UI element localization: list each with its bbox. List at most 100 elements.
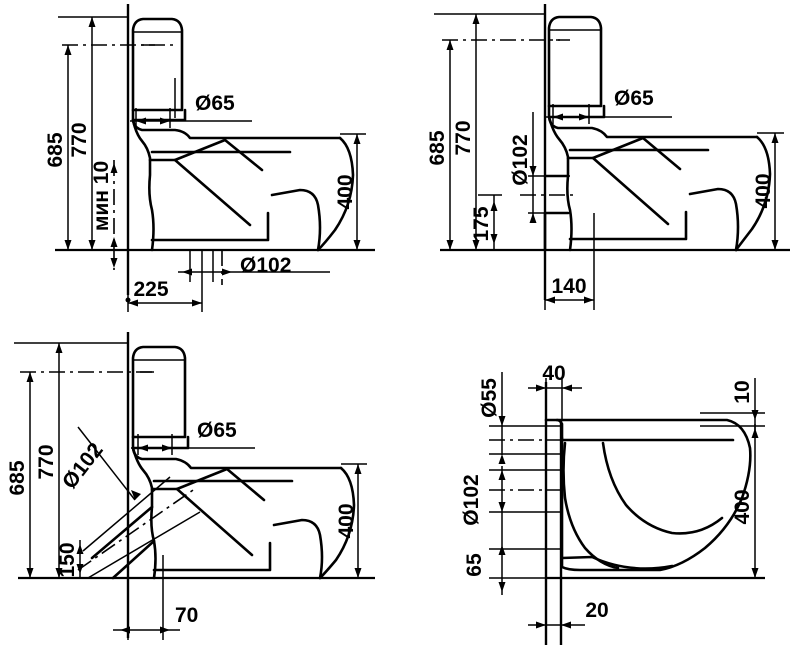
arrow-175-down-tr: [490, 201, 498, 211]
arrow-770-up-tl: [88, 17, 96, 27]
arrow-140-left-tr: [545, 296, 555, 304]
arrow-d65-left-bl: [138, 444, 148, 452]
arrow-685-down-tr: [446, 240, 454, 250]
arrow-175-up-tr: [490, 234, 498, 244]
outlet-spigot-lower-bl: [111, 539, 156, 580]
bowl-foot-step-tl: [150, 211, 270, 242]
arrow-d65-left-tr: [553, 113, 563, 121]
label-height-total-tr: 685: [426, 130, 449, 165]
bowl-inner-edge-tr: [641, 136, 682, 171]
bowl-rear-tl: [131, 118, 155, 252]
bowl-pedestal-tr: [688, 187, 740, 252]
label-bowl-height-bl: 400: [335, 503, 358, 538]
dim-d102-leader-bl: [77, 426, 136, 501]
bowl-inner-edge-bl: [225, 467, 266, 502]
arrow-685-down-bl: [26, 568, 34, 578]
arrow-10-br: [751, 410, 759, 420]
arrow-685-up-bl: [26, 372, 34, 382]
arrow-770-up-bl: [55, 343, 63, 353]
label-inlet-dia-bl: Ø65: [197, 419, 237, 442]
bowl-inner-lip-bl: [150, 467, 229, 491]
label-top-gap-br: 10: [731, 380, 754, 403]
arrow-400-up-tl: [353, 134, 361, 144]
arrow-d102-top-tr: [529, 166, 537, 176]
arrow-min10-up-tl: [110, 163, 118, 173]
bowl-inner-slope-tr: [591, 156, 670, 226]
label-height-total-bl: 685: [6, 460, 29, 495]
arrow-400-up-bl: [354, 464, 362, 474]
arrow-d102-right-tl: [222, 268, 232, 276]
bowl-rear-tr: [547, 115, 573, 252]
arrow-65-top-br: [498, 545, 506, 555]
arrow-d55-bot-br: [498, 454, 506, 464]
arrow-685-up-tl: [64, 45, 72, 55]
bowl-rear-bl: [131, 446, 157, 580]
bowl-foot-step-tr: [568, 210, 688, 241]
bowl-pedestal-tl: [270, 188, 322, 252]
label-wall-thickness-br: 40: [542, 362, 565, 385]
label-inlet-dia-tr: Ø65: [614, 87, 654, 110]
cistern-base-tr: [547, 104, 606, 119]
bowl-front-outer-tl: [316, 136, 355, 252]
label-height-tank-bl: 770: [35, 444, 58, 479]
view-bottom-right: 40 10 400 Ø55 Ø102 65: [460, 362, 765, 645]
cistern-base-bl: [131, 435, 190, 450]
arrow-685-down-tl: [64, 240, 72, 250]
label-outlet-dia-tr: Ø102: [509, 134, 532, 185]
arrow-20-right-br: [561, 621, 571, 629]
label-outlet-dia-br: Ø102: [460, 474, 483, 525]
label-outlet-height-tr: 175: [470, 206, 493, 241]
view-top-right: 400 685 770 175 Ø102 Ø65: [426, 4, 790, 310]
bowl-inner-edge-tl: [223, 138, 264, 172]
arrow-770-down-bl: [55, 568, 63, 578]
arrow-685-up-tr: [446, 40, 454, 50]
bowl-pedestal-bl: [272, 518, 324, 580]
arrow-d55-top-br: [498, 416, 506, 426]
cistern-body-tl: [131, 17, 184, 112]
bowl-inner-lip-tr: [566, 136, 645, 160]
arrow-d65-right-bl: [162, 444, 172, 452]
arrow-40-left-br: [536, 384, 546, 392]
arrow-400-down-br: [751, 568, 759, 578]
arrow-225-left-tl: [128, 299, 138, 307]
label-outlet-height-bl: 150: [56, 542, 79, 577]
arrow-150-down-bl: [76, 544, 84, 554]
bowl-foot-step-bl: [152, 541, 272, 572]
view-top-left: 400 685 770 мин 10 Ø65 Ø102: [44, 4, 375, 312]
ext-d102-upper-bl: [82, 476, 171, 552]
label-inlet-dia-tl: Ø65: [195, 92, 235, 115]
label-bowl-height-tr: 400: [752, 173, 775, 208]
arrow-d102-bot-tr: [529, 213, 537, 223]
label-height-total-tl: 685: [44, 132, 67, 167]
arrow-20-left-br: [536, 621, 546, 629]
bowl-mount-br: [544, 418, 564, 440]
bowl-inner-curve-br: [601, 441, 724, 535]
label-outlet-offset-tr: 140: [551, 275, 586, 298]
bowl-inner-lip-tl: [148, 138, 227, 162]
arrow-d65-right-tl: [160, 117, 170, 125]
center-d102-bl: [77, 487, 197, 571]
arrow-400-up-tr: [771, 133, 779, 143]
arrow-770-down-tl: [88, 240, 96, 250]
bowl-bottom-br: [560, 555, 674, 570]
arrow-d102-left-tl: [182, 268, 192, 276]
arrow-d102-bot-br: [498, 502, 506, 512]
bowl-inner-rear-br: [562, 441, 620, 570]
arrow-770-down-tr: [472, 240, 480, 250]
arrow-40-right-br: [562, 384, 572, 392]
arrow-140-right-tr: [584, 296, 594, 304]
label-outlet-dia-tl: Ø102: [240, 254, 291, 277]
label-height-tank-tl: 770: [68, 122, 91, 157]
label-bowl-height-tl: 400: [334, 174, 357, 209]
arrow-d102-bl: [131, 490, 141, 500]
arrow-400-down-bl: [354, 568, 362, 578]
label-inlet-dia-br: Ø55: [478, 378, 501, 418]
bowl-front-outer-bl: [318, 466, 356, 580]
label-outlet-offset-bl: 70: [175, 604, 198, 627]
arrow-65-bot-br: [498, 582, 506, 592]
bowl-inner-slope-tl: [173, 158, 252, 227]
label-base-offset-br: 20: [585, 599, 608, 622]
ext-d102-lower-bl: [87, 511, 201, 579]
